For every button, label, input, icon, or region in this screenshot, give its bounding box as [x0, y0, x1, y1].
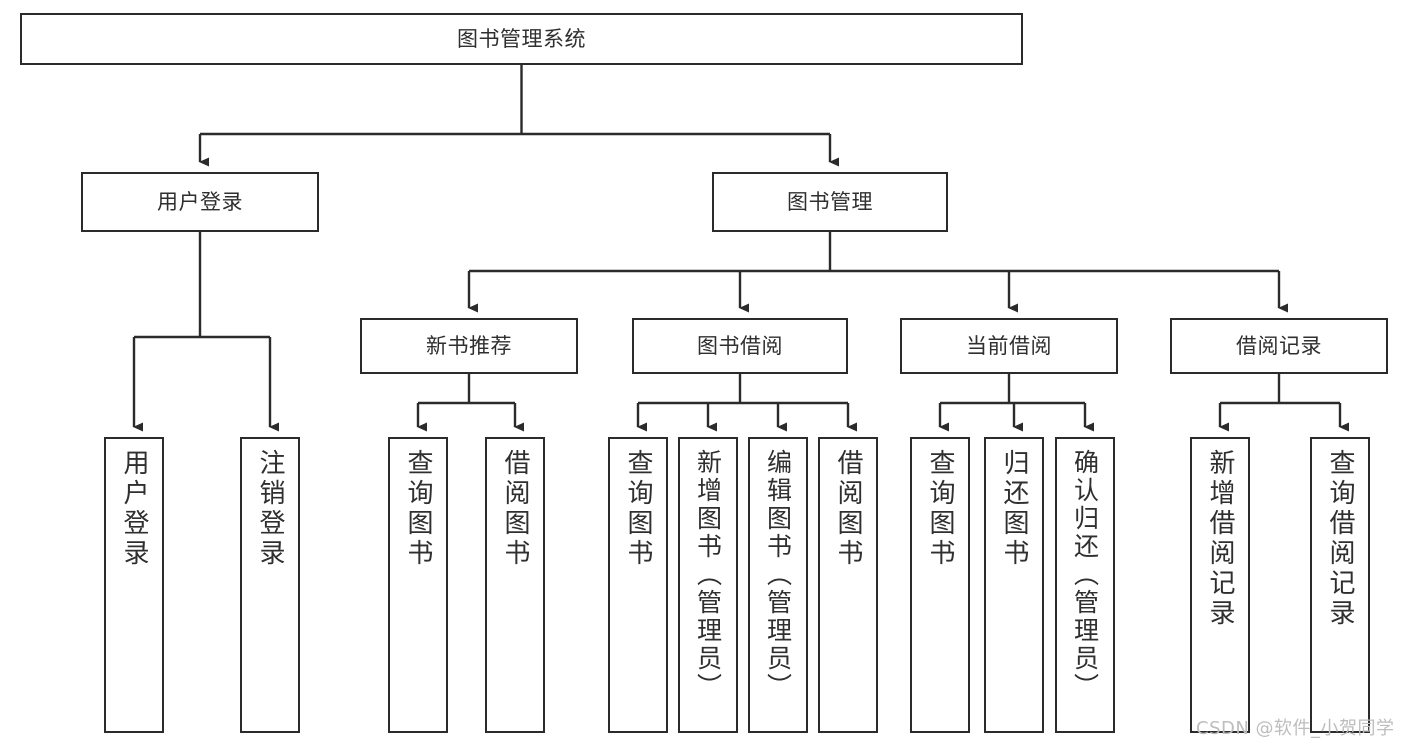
node-leaf-edit-book-admin[interactable]: 编辑图书（管理员）: [748, 437, 808, 733]
node-current-borrow[interactable]: 当前借阅: [900, 318, 1118, 374]
node-borrow-record[interactable]: 借阅记录: [1170, 318, 1388, 374]
node-user-login-label: 用户登录: [157, 189, 243, 214]
node-leaf-user-login[interactable]: 用户登录: [104, 437, 164, 733]
node-leaf-return-book-label: 归还图书: [999, 449, 1029, 569]
node-book-borrow-label: 图书借阅: [697, 333, 783, 358]
node-leaf-confirm-return-admin-label: 确认归还（管理员）: [1070, 449, 1100, 701]
node-leaf-confirm-return-admin[interactable]: 确认归还（管理员）: [1055, 437, 1115, 733]
node-leaf-query-book-2-label: 查询图书: [623, 449, 653, 569]
node-user-login[interactable]: 用户登录: [81, 172, 319, 232]
node-leaf-logout-login[interactable]: 注销登录: [240, 437, 300, 733]
node-leaf-borrow-book-2-label: 借阅图书: [833, 449, 863, 569]
node-book-manage-label: 图书管理: [787, 189, 873, 214]
node-leaf-query-book-3-label: 查询图书: [925, 449, 955, 569]
node-current-borrow-label: 当前借阅: [966, 333, 1052, 358]
node-leaf-add-book-admin-label: 新增图书（管理员）: [693, 449, 723, 701]
node-leaf-user-login-label: 用户登录: [119, 449, 149, 569]
node-borrow-record-label: 借阅记录: [1236, 333, 1322, 358]
csdn-watermark: CSDN @软件_小贺同学: [1196, 718, 1395, 739]
node-leaf-query-book-1-label: 查询图书: [403, 449, 433, 569]
node-leaf-query-borrow-record-label: 查询借阅记录: [1325, 449, 1355, 629]
node-leaf-return-book[interactable]: 归还图书: [984, 437, 1044, 733]
node-book-borrow[interactable]: 图书借阅: [632, 318, 848, 374]
node-new-book-recommend-label: 新书推荐: [426, 333, 512, 358]
node-leaf-query-borrow-record[interactable]: 查询借阅记录: [1310, 437, 1370, 733]
node-leaf-add-borrow-record-label: 新增借阅记录: [1205, 449, 1235, 629]
node-leaf-edit-book-admin-label: 编辑图书（管理员）: [763, 449, 793, 701]
node-leaf-query-book-3[interactable]: 查询图书: [910, 437, 970, 733]
node-book-manage[interactable]: 图书管理: [712, 172, 948, 232]
node-leaf-query-book-1[interactable]: 查询图书: [388, 437, 448, 733]
node-leaf-borrow-book-2[interactable]: 借阅图书: [818, 437, 878, 733]
node-leaf-logout-login-label: 注销登录: [255, 449, 285, 569]
node-leaf-borrow-book-1-label: 借阅图书: [500, 449, 530, 569]
node-root-label: 图书管理系统: [457, 26, 586, 51]
node-leaf-query-book-2[interactable]: 查询图书: [608, 437, 668, 733]
node-leaf-add-book-admin[interactable]: 新增图书（管理员）: [678, 437, 738, 733]
node-new-book-recommend[interactable]: 新书推荐: [360, 318, 578, 374]
node-root[interactable]: 图书管理系统: [20, 13, 1023, 65]
node-leaf-add-borrow-record[interactable]: 新增借阅记录: [1190, 437, 1250, 733]
node-leaf-borrow-book-1[interactable]: 借阅图书: [485, 437, 545, 733]
